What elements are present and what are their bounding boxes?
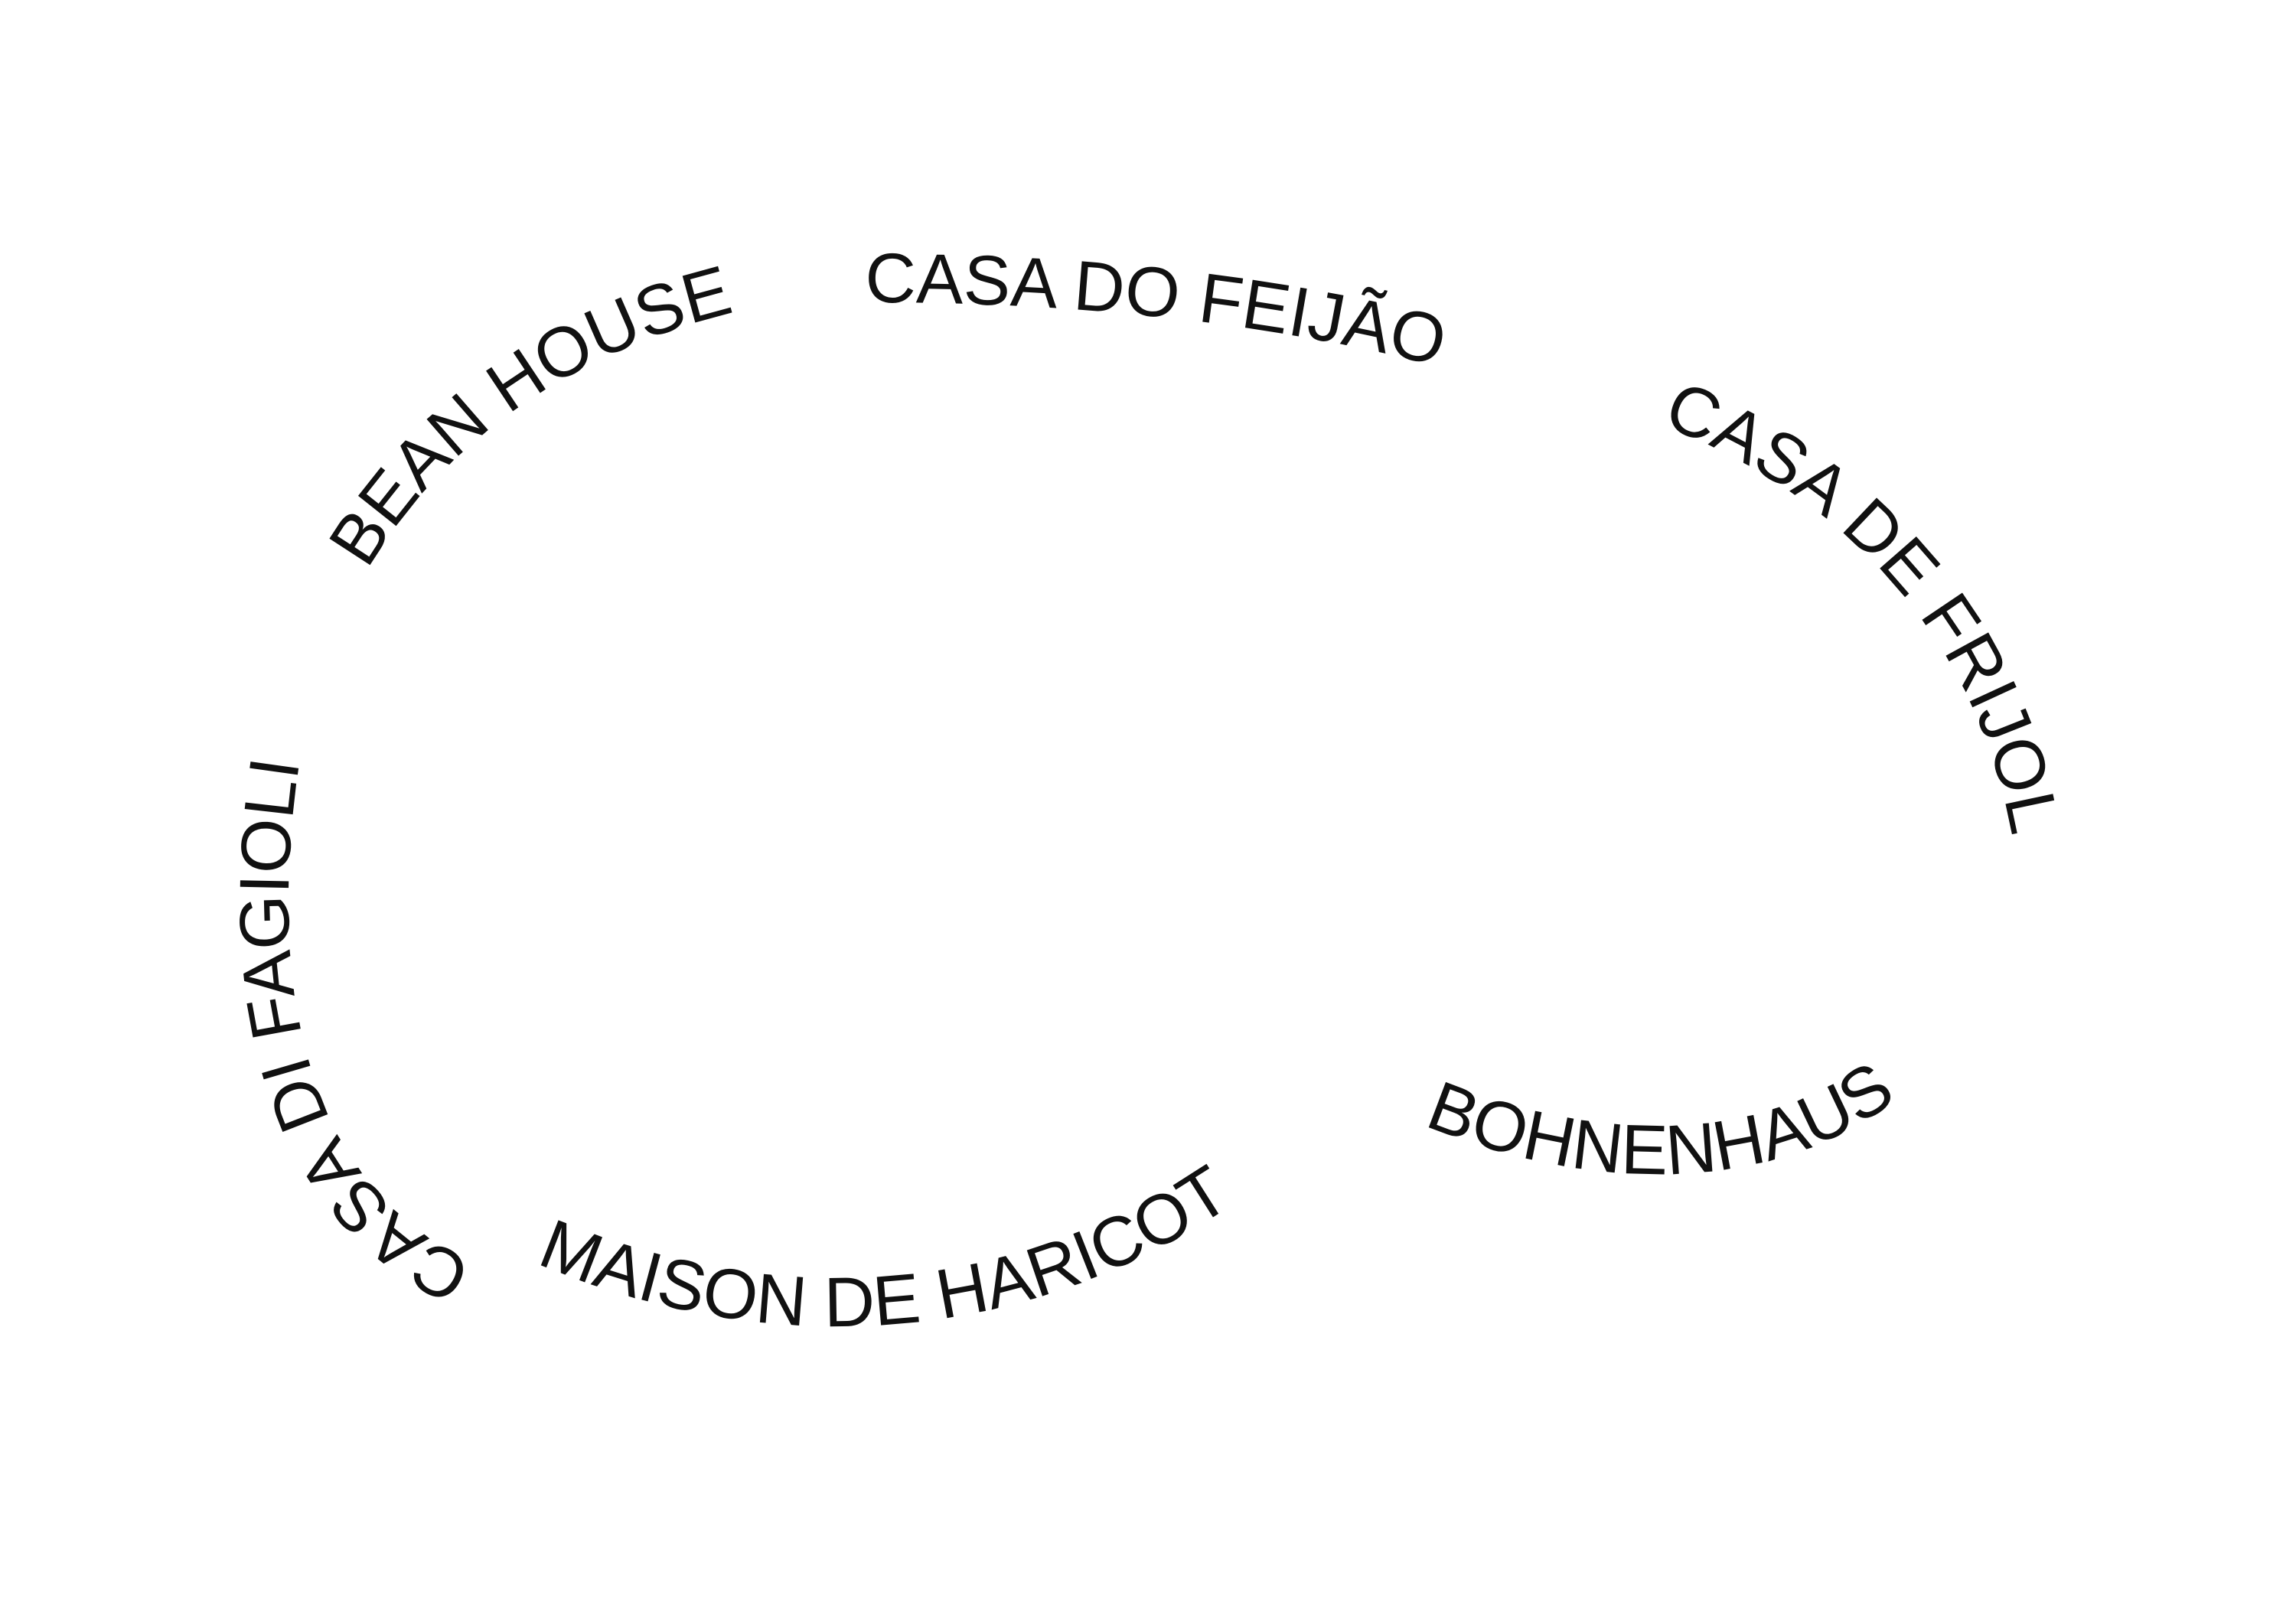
phrase-casa-de-frijol: CASA DE FRIJOL [1655,367,2073,840]
phrase-maison-de-haricot-text: MAISON DE HARICOT [530,1151,1242,1342]
phrase-casa-do-feijao: CASA DO FEIJÃO [865,240,1453,381]
phrase-casa-di-fagioli-text: CASA DI FAGIOLI [225,753,481,1318]
phrase-maison-de-haricot: MAISON DE HARICOT [530,1151,1242,1342]
phrase-casa-do-feijao-text: CASA DO FEIJÃO [865,240,1453,381]
phrase-bohnenhaus-text: BOHNENHAUS [1418,1047,1907,1190]
phrase-casa-di-fagioli: CASA DI FAGIOLI [225,753,481,1318]
phrase-bean-house-text: BEAN HOUSE [315,251,739,578]
phrase-bean-house: BEAN HOUSE [315,251,739,578]
phrase-casa-de-frijol-text: CASA DE FRIJOL [1655,367,2073,840]
phrase-bohnenhaus: BOHNENHAUS [1418,1047,1907,1190]
